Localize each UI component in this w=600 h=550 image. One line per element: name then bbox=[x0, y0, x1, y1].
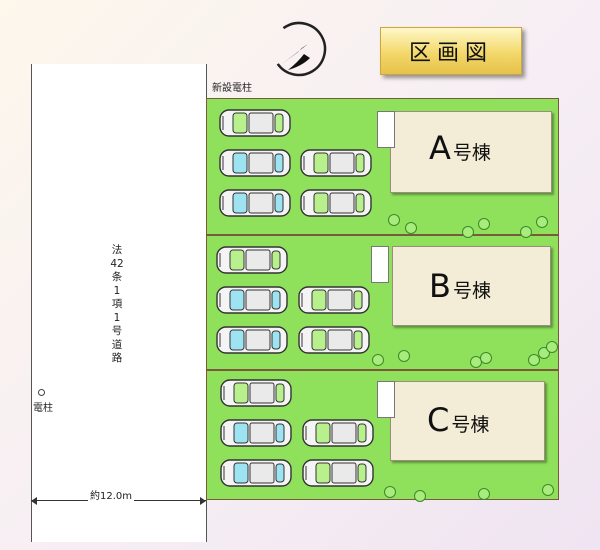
tree-icon bbox=[388, 214, 400, 226]
car-icon bbox=[219, 148, 291, 178]
tree-icon bbox=[478, 488, 490, 500]
road-pole-label: 電柱 bbox=[33, 403, 53, 414]
tree-icon bbox=[405, 222, 417, 234]
tree-icon bbox=[478, 218, 490, 230]
car-icon bbox=[302, 458, 374, 488]
building-a bbox=[390, 111, 552, 193]
car-icon bbox=[300, 148, 372, 178]
car-icon bbox=[300, 188, 372, 218]
tree-icon bbox=[536, 216, 548, 228]
building-c bbox=[390, 381, 545, 461]
porch-b bbox=[371, 246, 389, 283]
page-title: 区画図 bbox=[380, 27, 522, 75]
car-icon bbox=[216, 285, 288, 315]
tree-icon bbox=[542, 484, 554, 496]
tree-icon bbox=[384, 486, 396, 498]
road bbox=[31, 64, 207, 542]
tree-icon bbox=[520, 226, 532, 238]
car-icon bbox=[216, 245, 288, 275]
porch-a bbox=[377, 111, 395, 148]
tree-icon bbox=[480, 352, 492, 364]
tree-icon bbox=[398, 350, 410, 362]
tree-icon bbox=[528, 354, 540, 366]
car-icon bbox=[298, 325, 370, 355]
tree-icon bbox=[372, 354, 384, 366]
car-icon bbox=[220, 378, 292, 408]
tree-icon bbox=[546, 341, 558, 353]
tree-icon bbox=[414, 490, 426, 502]
building-b bbox=[392, 246, 551, 326]
road-label: 法42条1項1号道路 bbox=[110, 244, 124, 364]
car-icon bbox=[219, 188, 291, 218]
new-pole-label: 新設電柱 bbox=[212, 83, 252, 94]
porch-c bbox=[377, 381, 395, 418]
car-icon bbox=[220, 418, 292, 448]
car-icon bbox=[220, 458, 292, 488]
car-icon bbox=[302, 418, 374, 448]
car-icon bbox=[219, 108, 291, 138]
road-pole-marker bbox=[38, 389, 45, 396]
car-icon bbox=[298, 285, 370, 315]
road-width-label: 約12.0m bbox=[88, 487, 135, 502]
north-arrow-icon bbox=[271, 21, 327, 77]
car-icon bbox=[216, 325, 288, 355]
tree-icon bbox=[462, 226, 474, 238]
